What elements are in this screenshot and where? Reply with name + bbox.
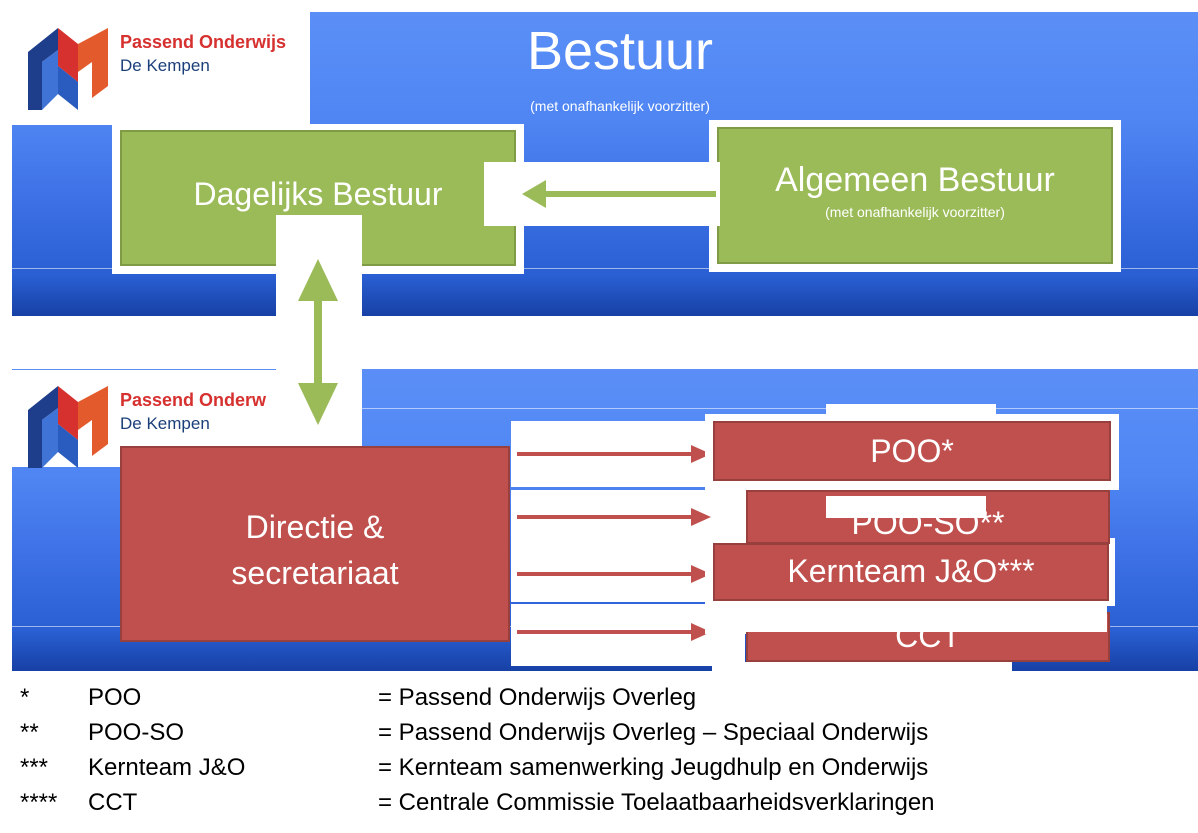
algemeen-bestuur-sub: (met onafhankelijk voorzitter) [825, 204, 1005, 220]
poo-label: POO* [870, 433, 954, 469]
legend-def: = Passend Onderwijs Overleg [378, 684, 697, 711]
legend-stars: ** [20, 719, 39, 746]
logo-mark-icon [28, 28, 108, 110]
algemeen-bestuur-label: Algemeen Bestuur [775, 161, 1055, 199]
legend-row: * POO = Passend Onderwijs Overleg [20, 684, 1190, 714]
legend-def: = Centrale Commissie Toelaatbaarheidsver… [378, 789, 935, 816]
legend-row: ** POO-SO = Passend Onderwijs Overleg – … [20, 719, 1190, 749]
legend-abbr: POO-SO [88, 719, 185, 746]
page-title: Bestuur [526, 21, 714, 81]
legend-row: **** CCT = Centrale Commissie Toelaatbaa… [20, 789, 1190, 819]
arrows-icon [517, 445, 711, 641]
legend-abbr: POO [88, 684, 142, 711]
poo-so-cover [826, 496, 986, 518]
legend-abbr: CCT [88, 789, 138, 816]
arrow-left-icon [522, 180, 716, 208]
dagelijks-bestuur-label: Dagelijks Bestuur [193, 176, 443, 212]
band-divider [12, 268, 1198, 269]
double-arrow-icon [298, 259, 338, 425]
poo-frame-top [826, 404, 996, 418]
poo-box: POO* [713, 421, 1111, 481]
logo-bottom: Passend Onderw De Kempen [12, 370, 282, 468]
directie-label-1: Directie & [245, 509, 385, 545]
legend-stars: *** [20, 754, 49, 781]
logo-brand-text: Passend Onderw [120, 390, 267, 410]
legend-abbr: Kernteam J&O [88, 754, 246, 781]
algemeen-bestuur-box: Algemeen Bestuur (met onafhankelijk voor… [717, 127, 1113, 264]
page-subtitle: (met onafhankelijk voorzitter) [530, 98, 710, 114]
legend-stars: * [20, 684, 30, 711]
logo-sub-text: De Kempen [120, 56, 210, 75]
logo-top: Passend Onderwijs De Kempen [12, 12, 310, 125]
legend-def: = Kernteam samenwerking Jeugdhulp en Ond… [378, 754, 929, 781]
cct-bottom-frame [712, 662, 1012, 672]
logo-mark-icon [28, 386, 108, 468]
kernteam-box: Kernteam J&O*** [713, 543, 1109, 601]
directie-label-2: secretariaat [231, 555, 399, 591]
kernteam-label: Kernteam J&O*** [787, 553, 1035, 589]
legend-row: *** Kernteam J&O = Kernteam samenwerking… [20, 754, 1190, 784]
directie-box: Directie & secretariaat [120, 446, 510, 642]
legend-def: = Passend Onderwijs Overleg – Speciaal O… [378, 719, 929, 746]
legend-stars: **** [20, 789, 58, 816]
cct-cover [705, 610, 1107, 632]
band-divider [12, 408, 1198, 409]
logo-brand-text: Passend Onderwijs [120, 32, 287, 52]
logo-sub-text: De Kempen [120, 414, 210, 433]
